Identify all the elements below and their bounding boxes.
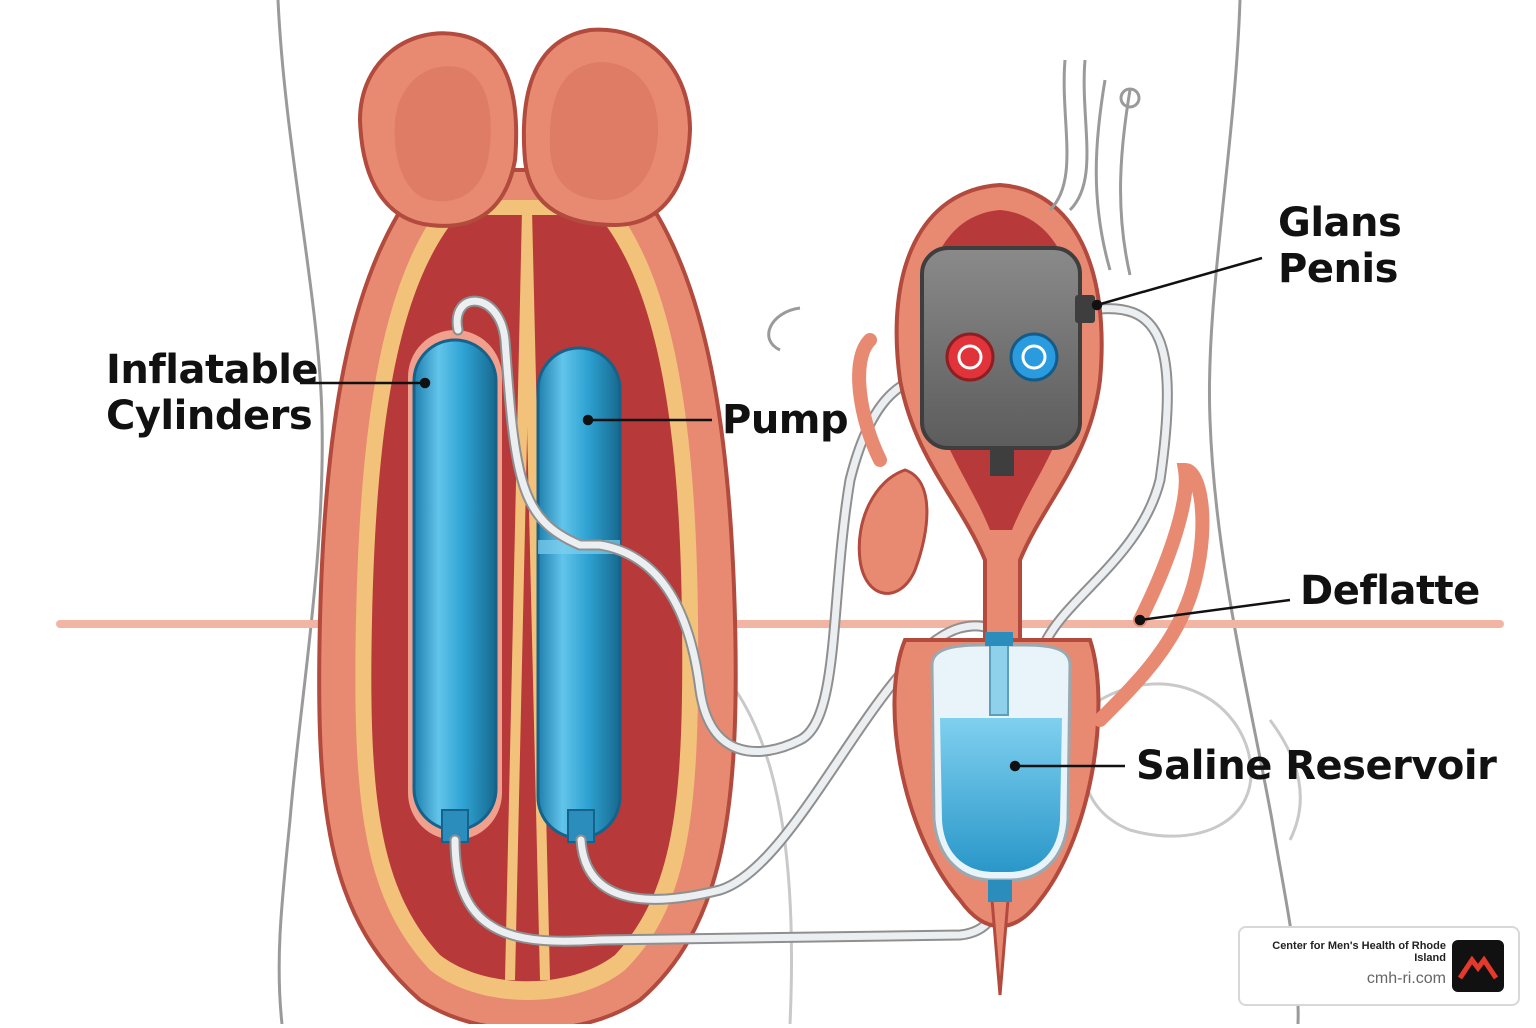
mountain-peak-icon bbox=[1452, 940, 1504, 992]
label-pump-text: Pump bbox=[722, 397, 849, 443]
label-glans-penis-line1: Glans bbox=[1278, 200, 1402, 246]
label-glans-penis-line2: Penis bbox=[1278, 246, 1398, 292]
inflatable-cylinders bbox=[408, 330, 622, 843]
label-saline-reservoir: Saline Reservoir bbox=[1136, 743, 1497, 789]
deflate-button bbox=[1009, 332, 1059, 382]
label-inflatable-cylinders: Inflatable Cylinders bbox=[106, 347, 319, 439]
saline-reservoir bbox=[930, 632, 1072, 902]
website-link[interactable]: cmh-ri.com bbox=[1366, 970, 1446, 987]
label-saline-reservoir-text: Saline Reservoir bbox=[1136, 743, 1497, 789]
pump-device bbox=[920, 246, 1095, 476]
label-deflatte-text: Deflatte bbox=[1300, 568, 1480, 614]
label-inflatable-cylinders-line1: Inflatable bbox=[106, 347, 319, 393]
tubing bbox=[449, 295, 1173, 947]
leader-lines bbox=[300, 256, 1291, 772]
penis-cross-section bbox=[317, 27, 738, 1028]
organization-name: Center for Men's Health of Rhode Island bbox=[1272, 940, 1446, 964]
crescent-mark bbox=[767, 306, 801, 352]
label-inflatable-cylinders-line2: Cylinders bbox=[106, 393, 313, 439]
label-pump: Pump bbox=[722, 397, 849, 443]
catheter-tube bbox=[1048, 59, 1141, 276]
branding-badge[interactable]: Center for Men's Health of Rhode Island … bbox=[1238, 926, 1520, 1006]
inflate-button bbox=[945, 332, 995, 382]
label-glans-penis: Glans Penis bbox=[1278, 200, 1402, 292]
label-deflatte: Deflatte bbox=[1300, 568, 1480, 614]
